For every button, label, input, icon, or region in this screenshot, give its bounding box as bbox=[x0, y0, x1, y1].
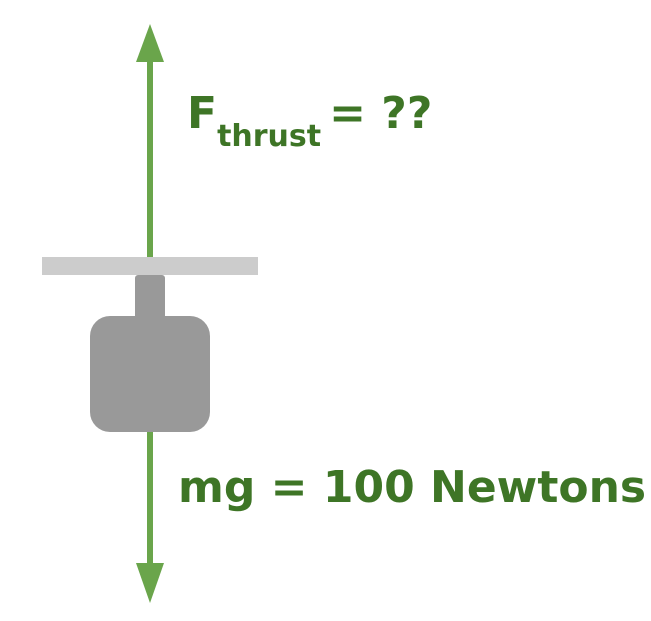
thrust-symbol: F bbox=[187, 88, 218, 139]
rotor-bar bbox=[42, 257, 258, 275]
thrust-value: = ?? bbox=[329, 88, 433, 139]
drone-body bbox=[90, 316, 210, 432]
thrust-arrowhead bbox=[136, 24, 164, 62]
weight-arrowhead bbox=[136, 563, 164, 603]
thrust-subscript: thrust bbox=[217, 119, 322, 154]
weight-force-label: mg = 100 Newtons bbox=[178, 462, 647, 513]
thrust-force-label: Fthrust= ?? bbox=[187, 92, 432, 152]
drone-stem bbox=[135, 275, 165, 323]
